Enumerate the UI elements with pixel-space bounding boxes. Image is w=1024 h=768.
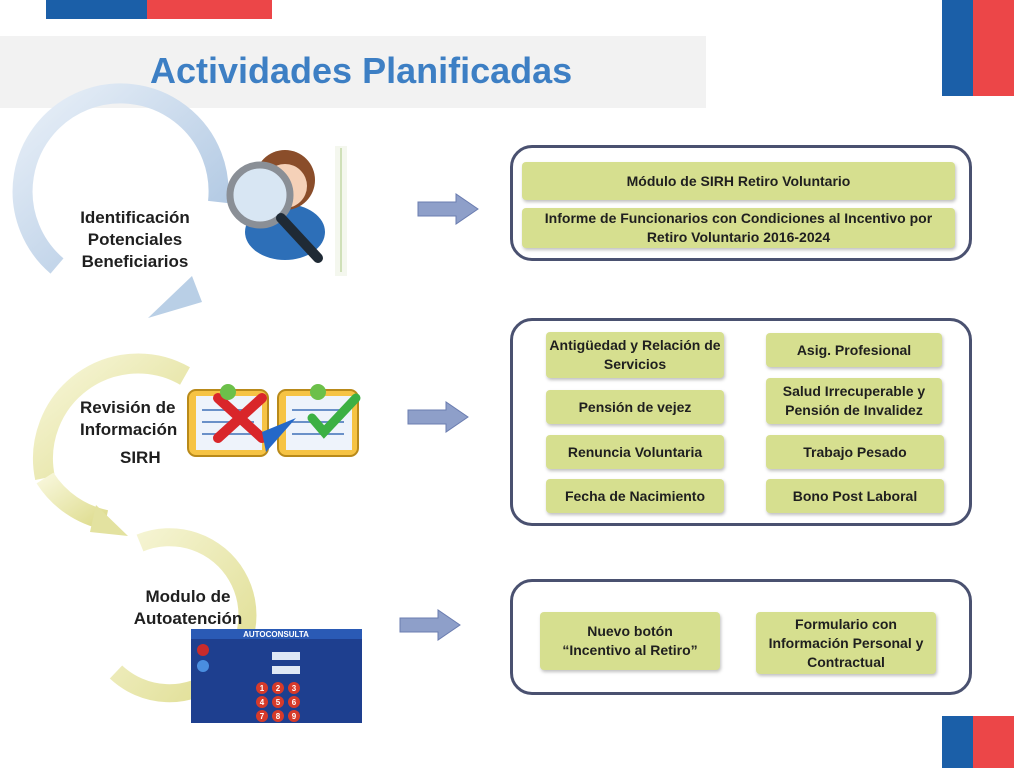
cycle-arrowhead-yellow	[90, 505, 128, 536]
step-label-identificacion: Identificación Potenciales Beneficiarios	[80, 208, 190, 271]
step-label-revision: Revisión de Información SIRH	[80, 398, 178, 467]
kiosk-key: 8	[276, 712, 281, 721]
cycle-arrowhead-blue	[148, 276, 202, 318]
cycle-arrow-blue	[12, 83, 229, 274]
kiosk-key: 6	[292, 698, 297, 707]
arrow-step2	[407, 401, 469, 433]
kiosk-key: 1	[260, 684, 265, 693]
cycle-arrow-yellow	[33, 353, 190, 481]
arrow-step1	[417, 193, 479, 225]
kiosk-key: 3	[292, 684, 297, 693]
step-label-modulo: Modulo de Autoatención	[133, 587, 243, 628]
kiosk-key: 9	[292, 712, 297, 721]
tag-fecha-nacimiento: Fecha de Nacimiento	[546, 479, 724, 513]
kiosk-key: 2	[276, 684, 281, 693]
tag-formulario: Formulario con Información Personal y Co…	[756, 612, 936, 674]
tag-nuevo-boton: Nuevo botón “Incentivo al Retiro”	[540, 612, 720, 670]
tag-bono-post-laboral: Bono Post Laboral	[766, 479, 944, 513]
tag-modulo-sirh: Módulo de SIRH Retiro Voluntario	[522, 162, 955, 200]
tag-asig-profesional: Asig. Profesional	[766, 333, 942, 367]
tag-salud-irrecuperable: Salud Irrecuperable y Pensión de Invalid…	[766, 378, 942, 424]
kiosk-keypad: 1 2 3 4 5 6 7 8 9	[260, 684, 297, 721]
kiosk-header: AUTOCONSULTA	[243, 630, 309, 639]
page-title: Actividades Planificadas	[150, 50, 573, 91]
checklist-compare-icon	[187, 384, 361, 457]
tag-trabajo-pesado: Trabajo Pesado	[766, 435, 944, 469]
tag-informe-funcionarios: Informe de Funcionarios con Condiciones …	[522, 208, 955, 248]
kiosk-screen-icon	[191, 629, 362, 723]
tag-renuncia: Renuncia Voluntaria	[546, 435, 724, 469]
search-user-icon	[226, 146, 347, 276]
arrow-step3	[399, 609, 461, 641]
flag-stripe-top-right	[942, 0, 1014, 96]
kiosk-key: 4	[260, 698, 265, 707]
kiosk-key: 7	[260, 712, 265, 721]
flag-stripe-top-left	[46, 0, 272, 19]
tag-antiguedad: Antigüedad y Relación de Servicios	[546, 332, 724, 378]
flag-stripe-bottom-right	[942, 716, 1014, 768]
kiosk-key: 5	[276, 698, 281, 707]
tag-pension-vejez: Pensión de vejez	[546, 390, 724, 424]
